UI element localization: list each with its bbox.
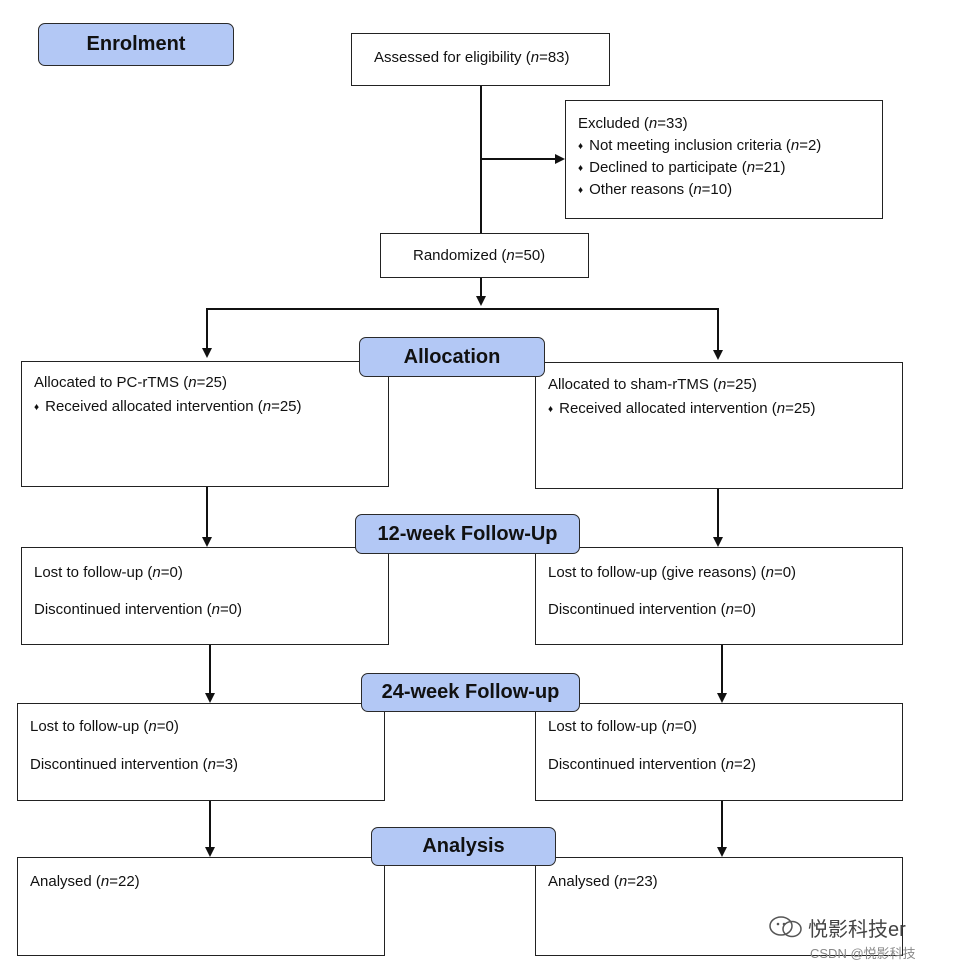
right-allocation-box: Allocated to sham-rTMS (n=25) ♦Received …: [535, 362, 903, 489]
arrow-down-icon: [713, 537, 723, 547]
excluded-box: Excluded (n=33) ♦Not meeting inclusion c…: [565, 100, 883, 219]
stage-label: 24-week Follow-up: [381, 681, 560, 703]
assessed-text: Assessed for eligibility (n=83): [374, 49, 570, 66]
right-analysis-box: Analysed (n=23): [535, 857, 903, 956]
excluded-item: ♦Not meeting inclusion criteria (n=2): [578, 137, 822, 154]
received-text: ♦Received allocated intervention (n=25): [548, 400, 816, 417]
right-24-week-box: Lost to follow-up (n=0) Discontinued int…: [535, 703, 903, 801]
stage-label: Enrolment: [86, 33, 186, 55]
excluded-item: ♦Other reasons (n=10): [578, 181, 733, 198]
stage-label: 12-week Follow-Up: [377, 522, 558, 545]
stage-allocation: Allocation: [359, 337, 545, 377]
connector-line: [717, 308, 719, 352]
connector-line: [209, 644, 211, 694]
randomized-text: Randomized (n=50): [413, 247, 546, 264]
watermark-text: 悦影科技er: [808, 919, 906, 941]
connector-line: [717, 488, 719, 538]
discontinued-text: Discontinued intervention (n=0): [548, 601, 757, 618]
analysed-text: Analysed (n=22): [30, 873, 140, 890]
discontinued-text: Discontinued intervention (n=3): [30, 756, 239, 773]
stage-analysis: Analysis: [371, 827, 556, 866]
lost-to-follow-up-text: Lost to follow-up (give reasons) (n=0): [548, 564, 797, 581]
randomized-box: Randomized (n=50): [380, 233, 589, 278]
stage-label: Analysis: [422, 835, 505, 857]
diamond-bullet-icon: ♦: [578, 185, 584, 196]
arrow-right-icon: [555, 154, 565, 164]
arrow-down-icon: [205, 847, 215, 857]
connector-line: [206, 308, 719, 310]
allocated-text: Allocated to sham-rTMS (n=25): [548, 376, 757, 393]
assessed-box: Assessed for eligibility (n=83): [351, 33, 610, 86]
arrow-down-icon: [713, 350, 723, 360]
allocated-text: Allocated to PC-rTMS (n=25): [34, 374, 228, 391]
lost-to-follow-up-text: Lost to follow-up (n=0): [548, 718, 697, 735]
connector-line: [209, 800, 211, 848]
lost-to-follow-up-text: Lost to follow-up (n=0): [34, 564, 183, 581]
stage-12-week-follow-up: 12-week Follow-Up: [355, 514, 580, 554]
left-12-week-box: Lost to follow-up (n=0) Discontinued int…: [21, 547, 389, 645]
received-text: ♦Received allocated intervention (n=25): [34, 398, 302, 415]
left-24-week-box: Lost to follow-up (n=0) Discontinued int…: [17, 703, 385, 801]
arrow-down-icon: [717, 847, 727, 857]
stage-24-week-follow-up: 24-week Follow-up: [361, 673, 580, 712]
arrow-down-icon: [476, 296, 486, 306]
analysed-text: Analysed (n=23): [548, 873, 658, 890]
connector-line: [481, 158, 557, 160]
connector-line: [206, 308, 208, 350]
arrow-down-icon: [205, 693, 215, 703]
arrow-down-icon: [202, 348, 212, 358]
diamond-bullet-icon: ♦: [548, 404, 554, 415]
arrow-down-icon: [717, 693, 727, 703]
diamond-bullet-icon: ♦: [578, 163, 584, 174]
diamond-bullet-icon: ♦: [578, 141, 584, 152]
excluded-title: Excluded (n=33): [578, 115, 688, 132]
connector-line: [480, 277, 482, 297]
diamond-bullet-icon: ♦: [34, 402, 40, 413]
arrow-down-icon: [202, 537, 212, 547]
watermark-sub-text: CSDN @悦影科技: [810, 946, 916, 961]
connector-line: [721, 800, 723, 848]
right-12-week-box: Lost to follow-up (give reasons) (n=0) D…: [535, 547, 903, 645]
connector-line: [206, 486, 208, 538]
discontinued-text: Discontinued intervention (n=0): [34, 601, 243, 618]
left-analysis-box: Analysed (n=22): [17, 857, 385, 956]
lost-to-follow-up-text: Lost to follow-up (n=0): [30, 718, 179, 735]
watermark-logo-icon: [768, 915, 804, 939]
left-allocation-box: Allocated to PC-rTMS (n=25) ♦Received al…: [21, 361, 389, 487]
connector-line: [721, 644, 723, 694]
stage-label: Allocation: [403, 345, 501, 368]
stage-enrolment: Enrolment: [38, 23, 234, 66]
excluded-item: ♦Declined to participate (n=21): [578, 159, 786, 176]
discontinued-text: Discontinued intervention (n=2): [548, 756, 757, 773]
